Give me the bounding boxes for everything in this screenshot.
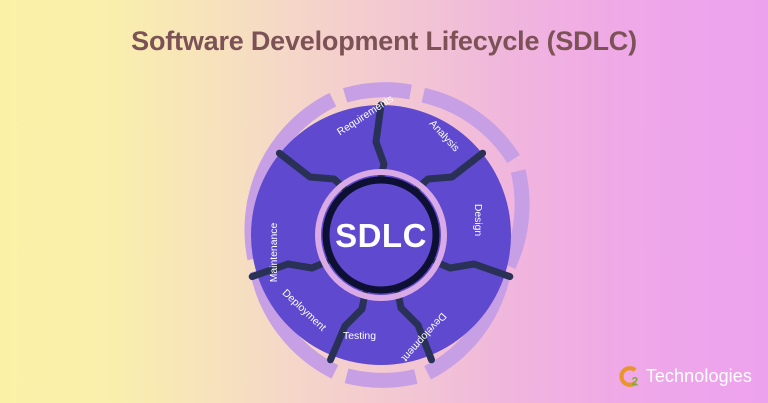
segment-label-design: Design xyxy=(472,204,483,237)
divider-5 xyxy=(327,290,369,364)
outer-ring-arc-analysis xyxy=(421,87,520,164)
outer-ring-arc-requirements xyxy=(343,82,412,103)
inner-halo-ring xyxy=(315,169,447,301)
outer-ring-arc-design xyxy=(501,169,530,269)
outer-ring-arc-testing xyxy=(344,368,418,388)
o2-subscript: 2 xyxy=(631,375,638,389)
segment-label-maintenance: Maintenance xyxy=(269,223,280,283)
center-label: SDLC xyxy=(335,217,427,254)
sdlc-diagram: SDLC Requirements Analysis Design Develo… xyxy=(226,80,536,390)
brand-name: Technologies xyxy=(645,365,752,386)
page-title: Software Development Lifecycle (SDLC) xyxy=(131,26,637,56)
outer-ring-arc-deployment xyxy=(250,269,339,379)
brand-logo: 2 Technologies xyxy=(615,363,752,389)
center-hub xyxy=(322,176,440,294)
divider-7 xyxy=(275,149,348,192)
segment-dividers xyxy=(248,101,514,364)
segment-label-testing: Testing xyxy=(343,331,376,342)
divider-4 xyxy=(394,289,435,364)
divider-3 xyxy=(432,258,514,281)
divider-6 xyxy=(248,258,330,281)
sdlc-wheel-svg: SDLC Requirements Analysis Design Develo… xyxy=(244,82,530,388)
o2-ring-icon: 2 xyxy=(619,366,638,389)
divider-2 xyxy=(414,149,487,192)
